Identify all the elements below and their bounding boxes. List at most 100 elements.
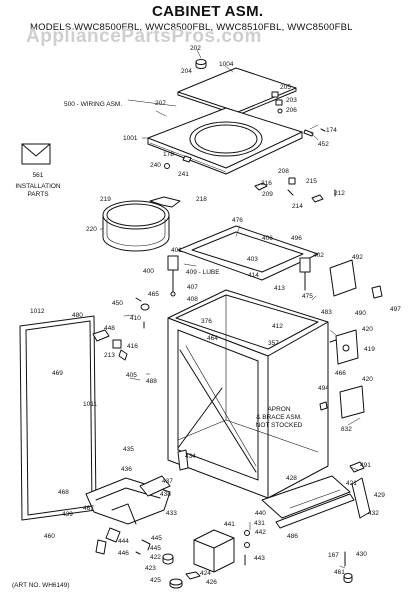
installation-label: INSTALLATION <box>15 183 61 190</box>
part-number-callout: 408 <box>187 296 198 303</box>
cabinet-box-357 <box>168 290 328 498</box>
part-number-callout: 431 <box>254 520 265 527</box>
feet-461 <box>344 552 352 583</box>
lid-cover-1004 <box>178 68 296 115</box>
lube-label: 409 - LUBE <box>186 269 220 276</box>
base-assembly-437 <box>86 476 170 554</box>
part-number-callout: 452 <box>318 141 329 148</box>
part-number-callout: 167 <box>328 552 339 559</box>
part-number-callout: 466 <box>335 370 346 377</box>
part-number-callout: 218 <box>196 196 207 203</box>
not-stocked-label: NOT STOCKED <box>255 422 303 429</box>
part-number-callout: 425 <box>150 577 161 584</box>
part-number-callout: 476 <box>232 217 243 224</box>
part-number-callout: 441 <box>224 521 235 528</box>
part-number-callout: 212 <box>334 190 345 197</box>
small-parts-410 <box>136 298 149 328</box>
part-number-callout: 438 <box>160 491 171 498</box>
part-number-callout: 439 <box>62 511 73 518</box>
model-list: MODELS WWC8500FBL, WWC8500FBL, WWC8510FB… <box>30 22 353 33</box>
right-side-parts <box>320 260 382 418</box>
part-number-callout: 1012 <box>30 308 45 315</box>
part-number-callout: 413 <box>274 285 285 292</box>
tub-ring-219 <box>103 201 169 251</box>
part-number-callout: 483 <box>321 309 332 316</box>
part-number-callout: 174 <box>326 127 337 134</box>
part-number-callout: 213 <box>104 352 115 359</box>
part-number-callout: 400 <box>143 268 154 275</box>
rear-brace-486 <box>262 476 370 528</box>
part-number-callout: 432 <box>368 510 379 517</box>
part-number-callout: 492 <box>352 254 363 261</box>
part-number-callout: 357 <box>268 340 279 347</box>
brace-assembly-label: & BRACE ASM. <box>256 414 302 421</box>
part-number-callout: 428 <box>286 475 297 482</box>
part-number-callout: 426 <box>206 579 217 586</box>
part-number-callout: 207 <box>155 100 166 107</box>
part-number-callout: 434 <box>185 453 196 460</box>
part-number-callout: 220 <box>86 226 97 233</box>
leveling-feet-422 <box>136 540 200 588</box>
part-number-callout: 442 <box>255 529 266 536</box>
part-number-callout: 469 <box>52 370 63 377</box>
part-number-callout: 424 <box>200 570 211 577</box>
part-number-callout: 440 <box>255 510 266 517</box>
watermark-text: AppliancePartsPros.com <box>26 26 262 47</box>
art-number: (ART NO. WH6149) <box>12 582 70 589</box>
part-number-callout: 403 <box>247 256 258 263</box>
part-number-callout: 412 <box>272 323 283 330</box>
part-number-callout: 202 <box>190 45 201 52</box>
part-number-callout: 445 <box>151 535 162 542</box>
part-number-callout: 209 <box>262 191 273 198</box>
part-number-callout: 406 <box>262 235 273 242</box>
block-441 <box>194 530 234 572</box>
part-number-callout: 490 <box>355 310 366 317</box>
part-number-callout: 204 <box>181 68 192 75</box>
diagram-title: CABINET ASM. <box>152 3 264 20</box>
part-number-callout: 433 <box>166 510 177 517</box>
part-number-callout: 494 <box>318 385 329 392</box>
part-number-callout: 241 <box>178 171 189 178</box>
part-number-callout: 178 <box>163 151 174 158</box>
part-number-callout: 496 <box>291 235 302 242</box>
part-number-callout: 460 <box>44 533 55 540</box>
part-number-callout: 1001 <box>123 135 138 142</box>
part-number-callout: 216 <box>261 180 272 187</box>
installation-part-number: 561 <box>32 172 44 179</box>
part-number-callout: 208 <box>278 168 289 175</box>
part-number-callout: 445 <box>150 545 161 552</box>
part-number-callout: 219 <box>100 196 111 203</box>
part-number-callout: 464 <box>207 335 218 342</box>
part-number-callout: 215 <box>306 178 317 185</box>
part-number-callout: 203 <box>286 97 297 104</box>
part-number-callout: 435 <box>123 446 134 453</box>
part-number-callout: 1004 <box>219 61 234 68</box>
part-number-callout: 488 <box>146 378 157 385</box>
suspension-parts-401 <box>168 256 310 296</box>
part-number-callout: 401 <box>171 247 182 254</box>
screws-440 <box>245 531 250 566</box>
bracket-434 <box>178 450 188 470</box>
part-number-callout: 421 <box>346 480 357 487</box>
part-number-callout: 468 <box>58 489 69 496</box>
part-number-callout: 410 <box>130 315 141 322</box>
part-number-callout: 448 <box>104 325 115 332</box>
part-number-callout: 420 <box>362 376 373 383</box>
leader-lines <box>100 50 360 568</box>
part-number-callout: 497 <box>390 306 401 313</box>
bracket-218 <box>150 197 180 207</box>
hinge-parts-205 <box>272 92 282 113</box>
part-number-callout: 422 <box>150 554 161 561</box>
part-number-callout: 444 <box>118 538 129 545</box>
upper-frame-403 <box>178 226 318 280</box>
bracket-491 <box>350 462 364 472</box>
part-number-callout: 832 <box>341 426 352 433</box>
apron-label: APRON <box>267 406 291 413</box>
part-number-callout: 416 <box>127 343 138 350</box>
part-number-callout: 467 <box>83 505 94 512</box>
part-number-callout: 405 <box>126 372 137 379</box>
part-number-callout: 205 <box>280 84 291 91</box>
part-number-callout: 491 <box>360 462 371 469</box>
